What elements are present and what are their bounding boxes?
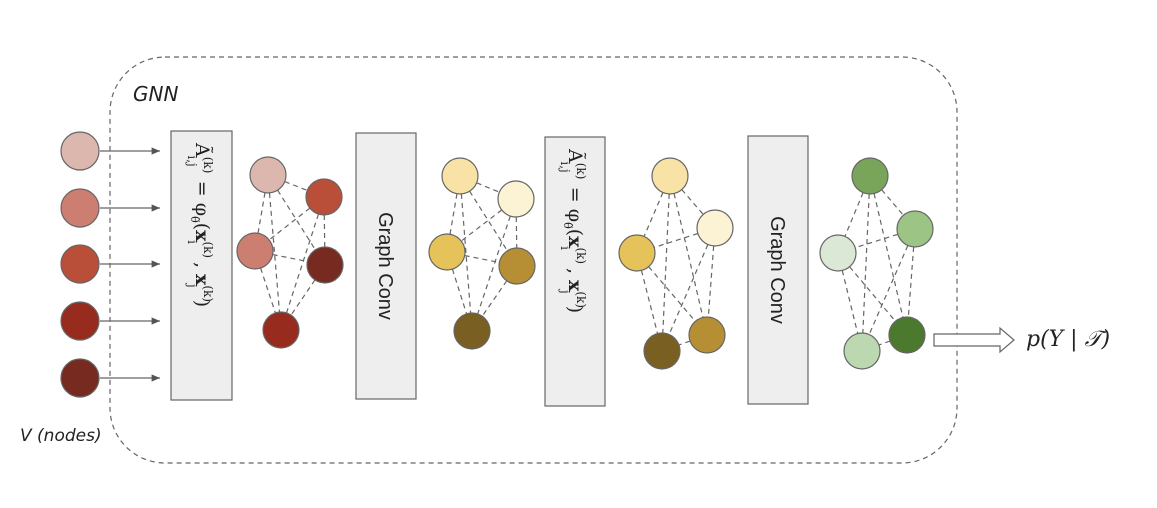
graph-node	[453, 312, 491, 350]
graph-node	[305, 178, 343, 216]
graph-node	[249, 156, 287, 194]
graph-node	[497, 180, 535, 218]
input-nodes	[60, 131, 160, 398]
graph-node	[819, 234, 857, 272]
graph-node	[428, 233, 466, 271]
output-label: p(Y | 𝒯)	[1026, 327, 1110, 352]
graph-node	[896, 210, 934, 248]
graph-edge	[661, 175, 671, 352]
graph-edge	[861, 175, 871, 352]
input-label: V (nodes)	[20, 426, 102, 446]
graph-node	[888, 316, 926, 354]
input-node	[60, 301, 100, 341]
graph-conv-label-2: Graph Conv	[766, 216, 788, 324]
graph-node	[643, 332, 681, 370]
graph-edge	[869, 175, 908, 336]
attention-block-1	[170, 130, 233, 401]
graph-node	[688, 316, 726, 354]
input-node	[60, 188, 100, 228]
graph-edge	[861, 228, 916, 352]
graph-4	[819, 157, 934, 370]
gnn-title: GNN	[133, 82, 178, 106]
graph-node	[618, 234, 656, 272]
input-node	[60, 244, 100, 284]
attention-block-2	[544, 136, 606, 407]
graph-node	[843, 332, 881, 370]
graph-node	[651, 157, 689, 195]
graph-conv-block-1	[355, 132, 417, 400]
graph-edge	[669, 175, 708, 336]
output-arrow	[933, 326, 1015, 354]
graph-node	[262, 311, 300, 349]
input-node	[60, 131, 100, 171]
graph-edge	[459, 175, 473, 332]
graph-node	[851, 157, 889, 195]
graph-node	[441, 157, 479, 195]
graph-1	[236, 156, 344, 349]
graph-node	[498, 247, 536, 285]
input-node	[60, 358, 100, 398]
graph-edge	[267, 174, 282, 331]
graph-conv-block-2	[747, 135, 809, 405]
graph-node	[236, 232, 274, 270]
graph-edge	[661, 227, 716, 352]
graph-node	[696, 209, 734, 247]
graph-node	[306, 246, 344, 284]
graph-2	[428, 157, 536, 350]
graph-3	[618, 157, 734, 370]
graphs	[236, 156, 934, 370]
graph-conv-label-1: Graph Conv	[374, 212, 396, 320]
